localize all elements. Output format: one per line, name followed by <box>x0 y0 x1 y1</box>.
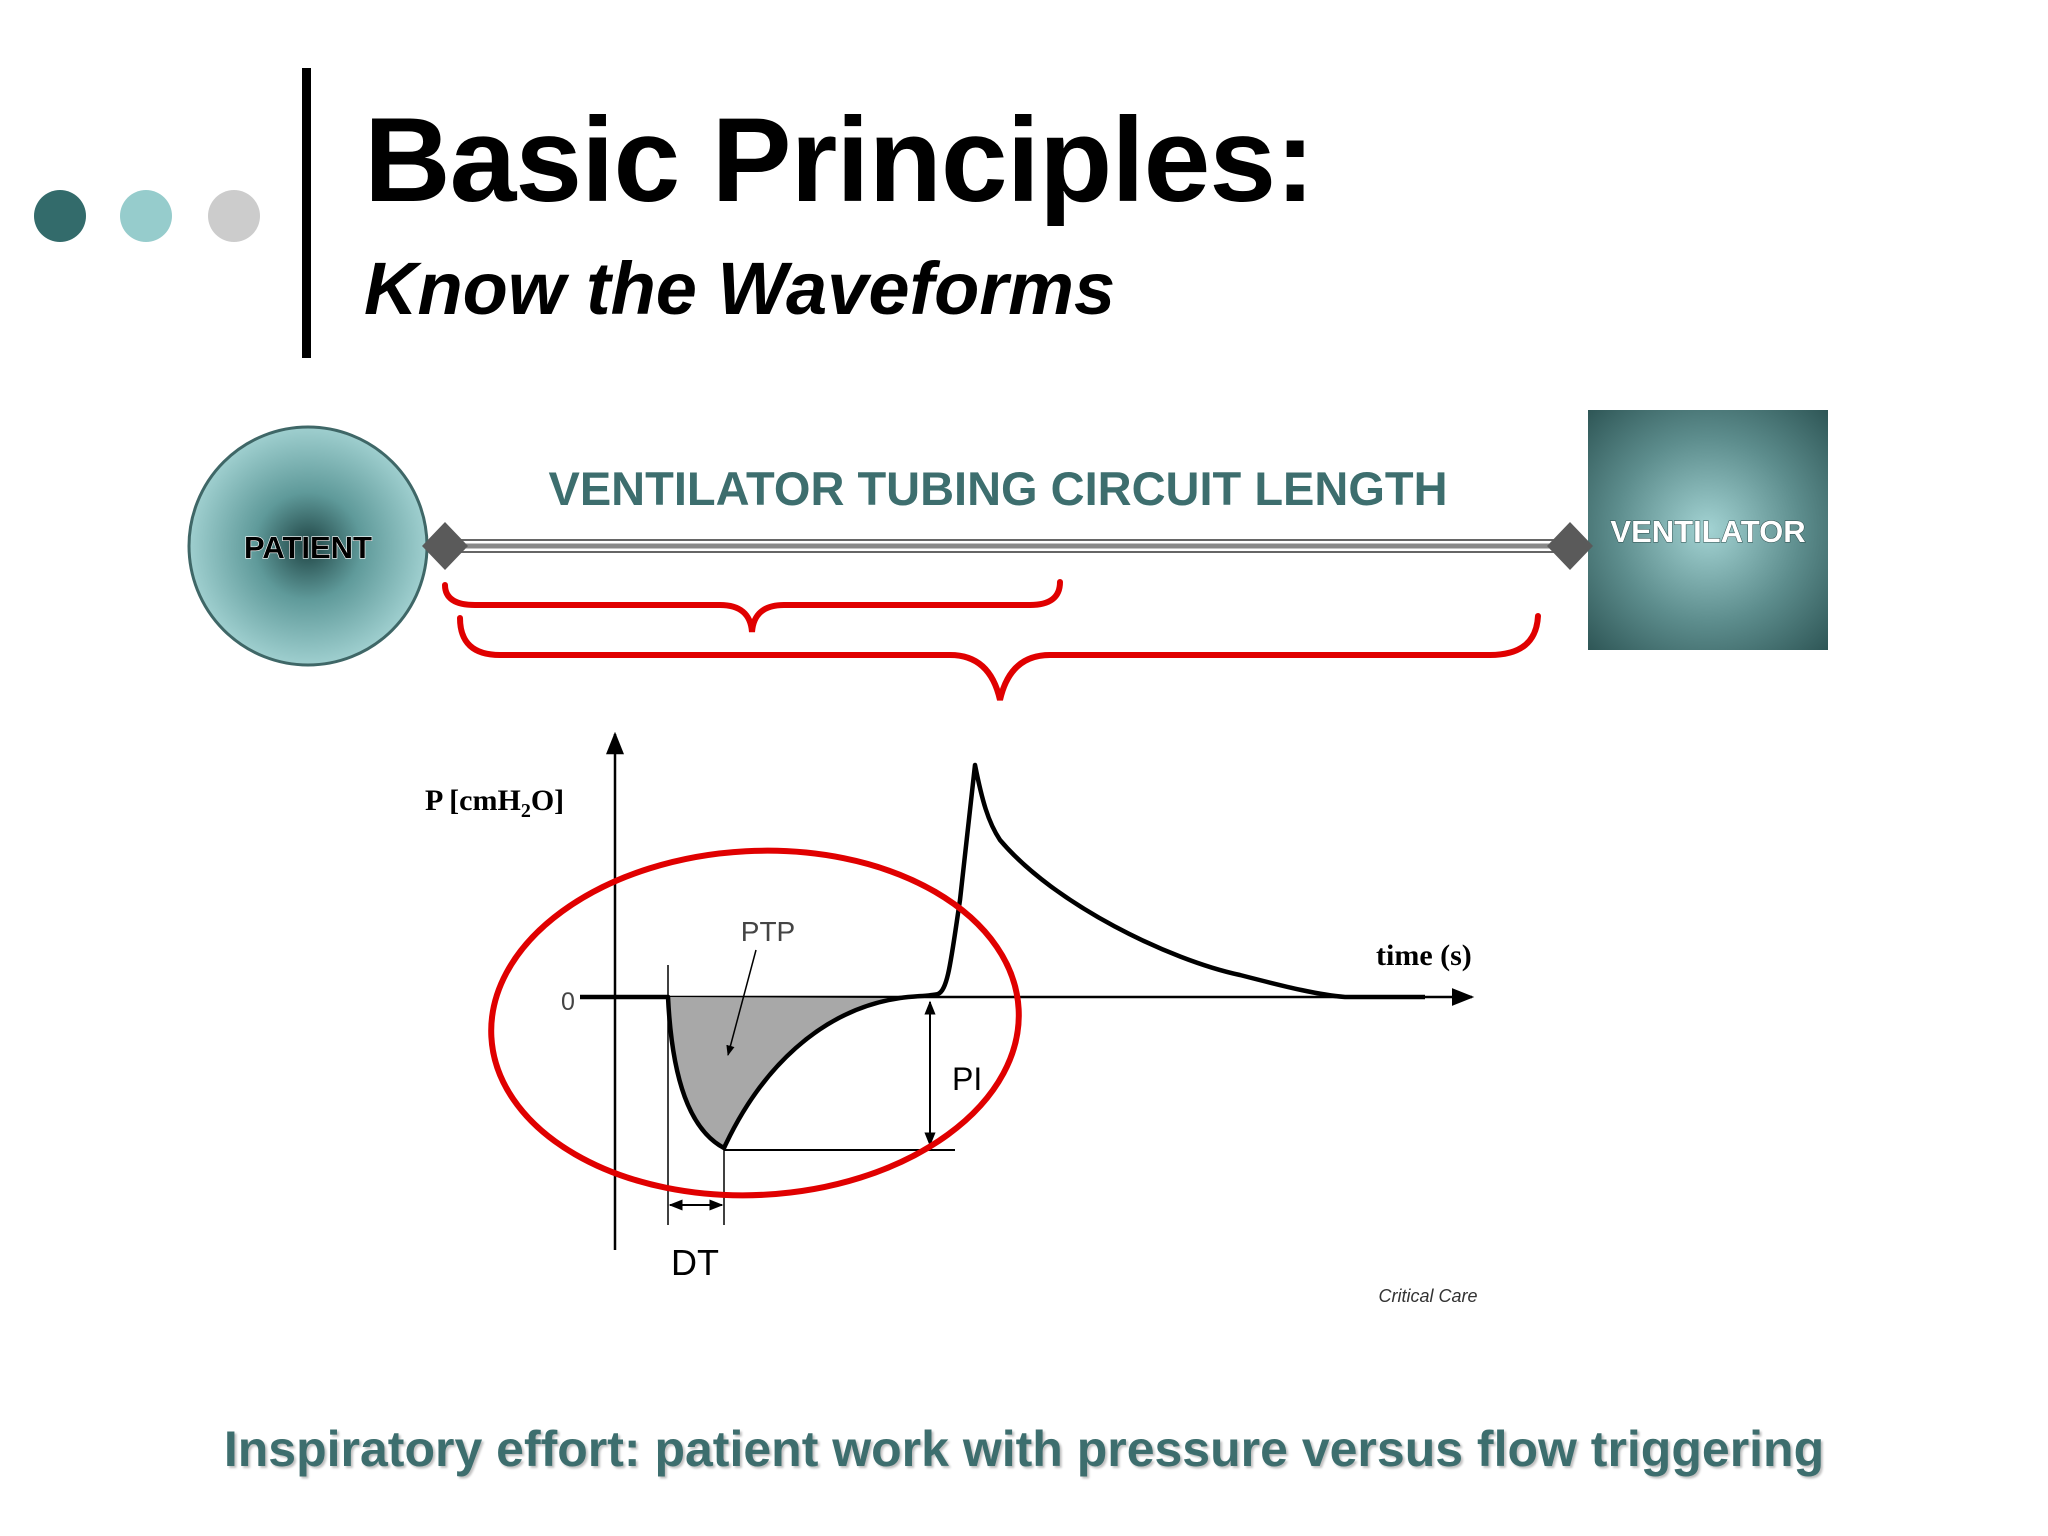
tubing-line <box>445 539 1570 553</box>
short-brace <box>442 579 1063 633</box>
y-axis-label: P [cmH2O] <box>425 784 564 822</box>
tubing-end-diamond-left <box>422 522 468 570</box>
bullet-dot-light <box>208 190 260 242</box>
dt-label: DT <box>671 1242 719 1283</box>
x-axis-label: time (s) <box>1376 939 1472 972</box>
tubing-end-diamond-right <box>1547 522 1593 570</box>
bullet-dot-mid <box>120 190 172 242</box>
slide-subtitle: Know the Waveforms <box>364 247 1116 330</box>
bullet-dot-dark <box>34 190 86 242</box>
ptp-shaded-area <box>668 997 900 1148</box>
source-credit: Critical Care <box>1378 1286 1477 1306</box>
title-divider <box>302 68 311 358</box>
slide-title: Basic Principles: <box>364 93 1315 227</box>
long-brace <box>457 613 1541 701</box>
ventilator-box <box>1588 410 1828 650</box>
zero-tick-label: 0 <box>561 988 575 1016</box>
ventilator-label: VENTILATOR <box>1610 514 1805 549</box>
pressure-waveform <box>580 762 1425 1151</box>
slide-caption: Inspiratory effort: patient work with pr… <box>223 1421 1825 1477</box>
ptp-label: PTP <box>741 916 795 947</box>
tubing-label: VENTILATOR TUBING CIRCUIT LENGTH <box>548 462 1447 515</box>
pi-label: PI <box>952 1061 982 1097</box>
patient-label: PATIENT <box>244 530 372 565</box>
highlight-ellipse <box>488 847 1022 1199</box>
ptp-arrow <box>726 949 757 1057</box>
